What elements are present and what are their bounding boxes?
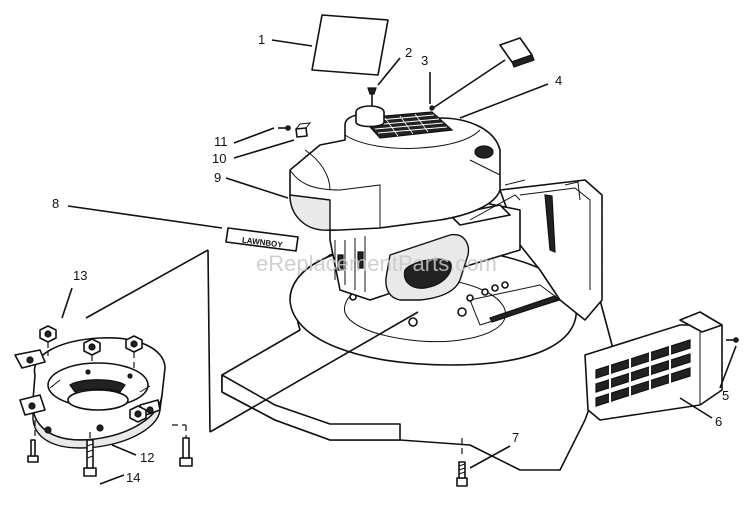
part-13-nuts (39, 325, 147, 423)
callout-11: 11 (214, 134, 228, 149)
part-8-name-decal: LAWNBOY (225, 227, 299, 252)
callout-5: 5 (722, 388, 729, 403)
callout-8: 8 (52, 196, 59, 211)
part-14-bolts (27, 437, 193, 477)
callout-14: 14 (126, 470, 140, 485)
assembly-leader-lines (34, 249, 463, 458)
callout-leaders (61, 39, 737, 485)
callout-6: 6 (715, 414, 722, 429)
callout-4: 4 (555, 73, 562, 88)
callout-7: 7 (512, 430, 519, 445)
part-10-clip (295, 122, 312, 138)
callout-1: 1 (258, 32, 265, 47)
part-2-screw (367, 87, 377, 106)
callout-3: 3 (421, 53, 428, 68)
engine-shroud (289, 105, 501, 231)
part-5-screw (726, 337, 739, 343)
callout-10: 10 (212, 151, 226, 166)
part-3-dipstick (429, 37, 535, 111)
callout-12: 12 (140, 450, 154, 465)
part-6-rear-grille (584, 311, 723, 421)
callout-13: 13 (73, 268, 87, 283)
callout-2: 2 (405, 45, 412, 60)
part-1-decal-sheet (311, 14, 389, 76)
callout-numbers: 1 2 3 4 5 6 7 8 9 10 11 12 13 14 (52, 32, 729, 485)
callout-9: 9 (214, 170, 221, 185)
watermark: eReplacementParts.com (256, 251, 497, 276)
part-11-screw (278, 125, 291, 131)
part-7-bolt (456, 461, 468, 487)
